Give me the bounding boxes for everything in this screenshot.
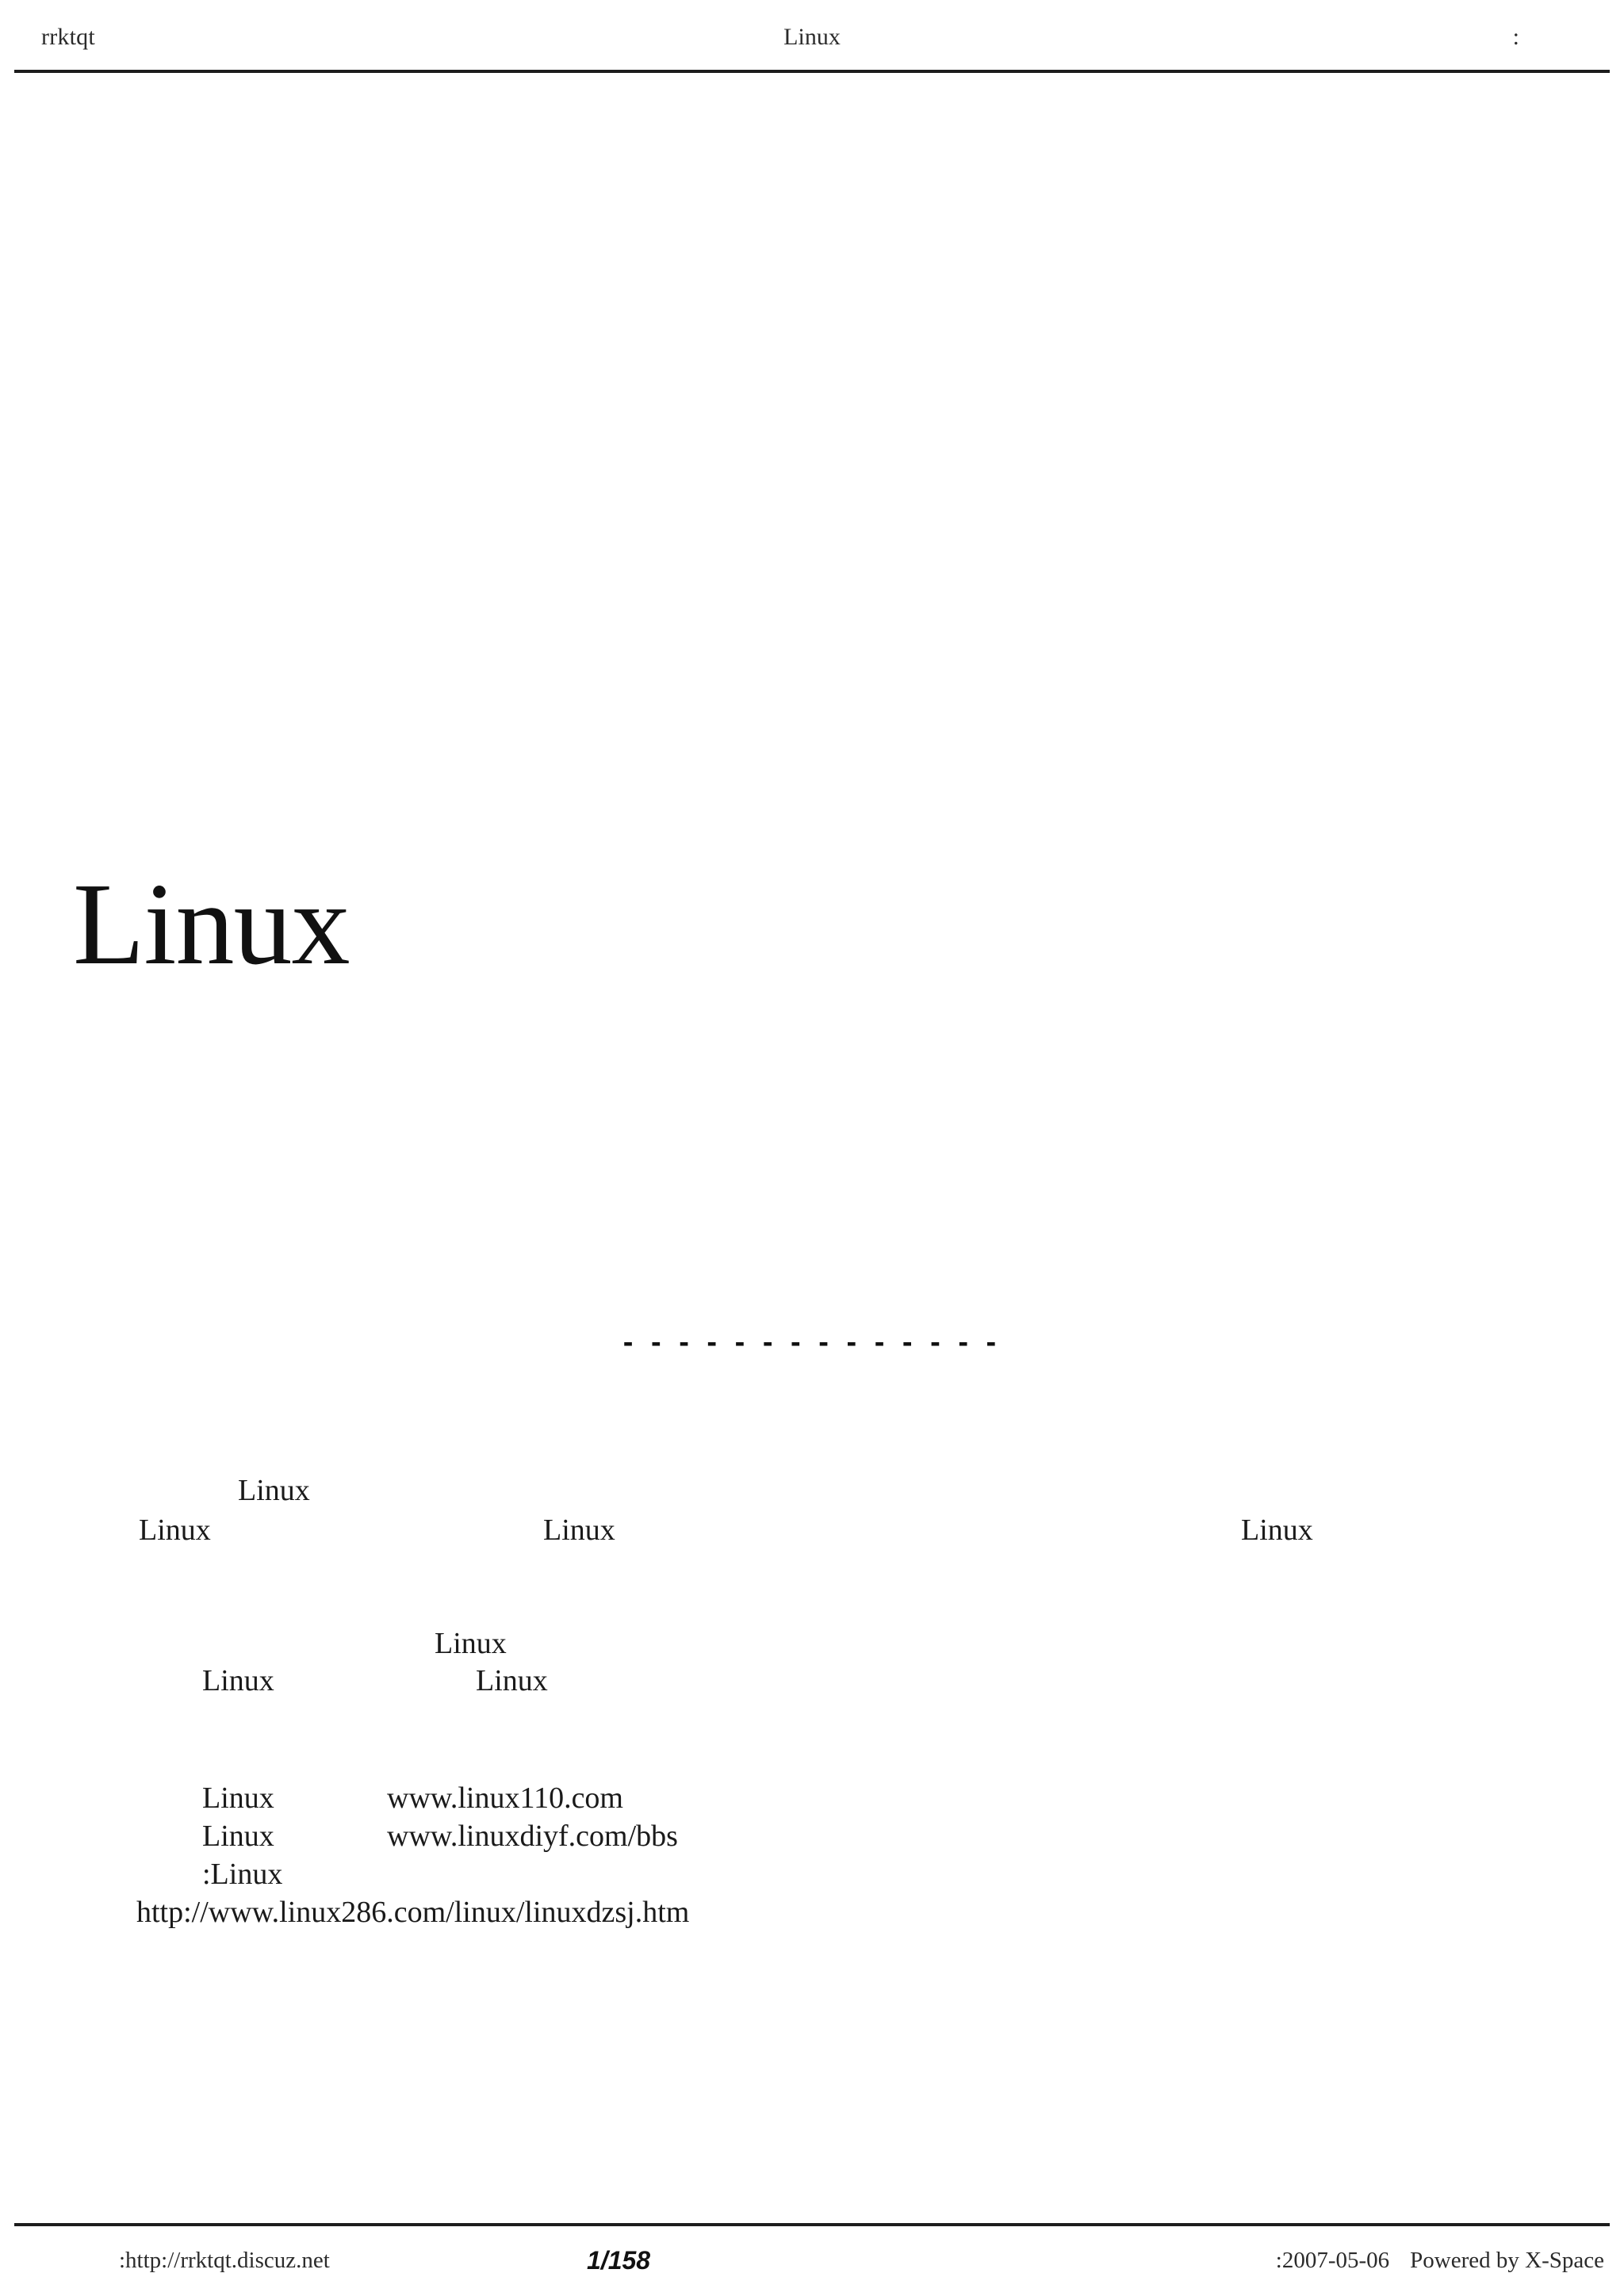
header-divider-rule — [14, 70, 1610, 73]
link-label-1: Linux — [202, 1781, 274, 1815]
page-footer: :http://rrktqt.discuz.net 1/158 :2007-05… — [0, 2201, 1624, 2296]
footer-page-number: 1/158 — [587, 2246, 651, 2275]
link-label-2: Linux — [202, 1820, 274, 1853]
intro-line-2b: Linux — [543, 1513, 615, 1547]
footer-date: :2007-05-06 — [1275, 2248, 1390, 2273]
header-left-text: rrktqt — [41, 24, 95, 50]
footer-powered-by: Powered by X-Space — [1410, 2248, 1604, 2273]
section-line-2b: Linux — [476, 1664, 548, 1697]
footer-divider-rule — [14, 2223, 1610, 2226]
link-url-1[interactable]: www.linux110.com — [387, 1781, 623, 1815]
page-title: Linux — [73, 859, 350, 989]
section-line-2a: Linux — [202, 1664, 274, 1697]
header-right-text: : — [1512, 24, 1519, 50]
link-url-2[interactable]: www.linuxdiyf.com/bbs — [387, 1820, 678, 1853]
link-label-3: :Linux — [202, 1858, 283, 1891]
intro-line-1: Linux — [238, 1474, 310, 1507]
intro-line-2c: Linux — [1241, 1513, 1313, 1547]
intro-line-2a: Linux — [139, 1513, 211, 1547]
link-url-long[interactable]: http://www.linux286.com/linux/linuxdzsj.… — [136, 1896, 690, 1929]
footer-site-url[interactable]: :http://rrktqt.discuz.net — [119, 2248, 330, 2273]
page-header: rrktqt Linux : — [0, 0, 1624, 73]
dashed-divider: - - - - - - - - - - - - - - — [622, 1326, 1002, 1359]
footer-right-group: :2007-05-06 Powered by X-Space — [1276, 2248, 1604, 2274]
header-center-title: Linux — [783, 24, 841, 50]
section-line-1: Linux — [435, 1627, 507, 1660]
